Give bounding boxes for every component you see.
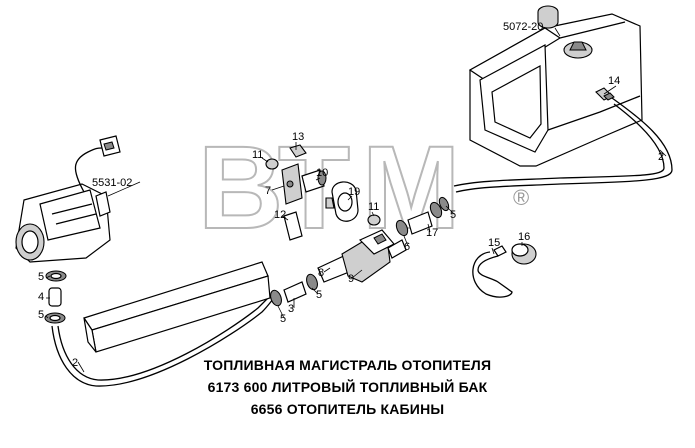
label-19: 19 — [348, 186, 360, 198]
mounting-channel — [83, 261, 271, 353]
fuel-filter-assembly — [317, 229, 407, 283]
label-5-heater-bottom: 5 — [38, 309, 44, 321]
label-16: 16 — [518, 231, 530, 243]
label-11-top: 11 — [252, 149, 263, 161]
label-10: 10 — [316, 167, 328, 179]
lower-fittings — [270, 273, 318, 307]
fuel-hose-tank — [455, 97, 673, 193]
label-3: 3 — [288, 303, 294, 315]
part-callouts: 5072-20 14 2 13 11 7 10 12 19 11 5 17 6 … — [38, 21, 664, 369]
label-11-mid: 11 — [368, 201, 379, 213]
fuel-hose-heater — [51, 297, 275, 387]
label-8: 8 — [318, 267, 324, 279]
tank-side-fittings — [395, 196, 450, 237]
caption-line-1: ТОПЛИВНАЯ МАГИСТРАЛЬ ОТОПИТЕЛЯ — [203, 357, 492, 373]
label-tank-assembly: 5072-20 — [503, 21, 543, 33]
cabin-heater — [15, 135, 121, 263]
label-6: 6 — [404, 241, 410, 253]
label-5-heater-top: 5 — [38, 271, 44, 283]
label-5-tankline: 5 — [450, 209, 456, 221]
heater-fittings — [44, 270, 67, 324]
leader-lines — [45, 27, 667, 373]
caption-line-3: 6656 ОТОПИТЕЛЬ КАБИНЫ — [250, 401, 445, 417]
label-2-right: 2 — [658, 151, 664, 163]
spacer-16 — [511, 243, 537, 265]
caption-line-2: 6173 600 ЛИТРОВЫЙ ТОПЛИВНЫЙ БАК — [207, 379, 488, 395]
fuel-tank — [468, 5, 643, 167]
label-2-left: 2 — [72, 357, 78, 369]
bracket-assembly — [265, 144, 327, 241]
label-17: 17 — [426, 227, 438, 239]
label-heater-assembly: 5531-02 — [92, 177, 132, 189]
watermark-letter-b: B — [198, 122, 283, 254]
label-9: 9 — [348, 273, 354, 285]
label-12: 12 — [274, 209, 286, 221]
watermark-registered-mark: ® — [513, 185, 529, 210]
label-7: 7 — [265, 185, 271, 197]
label-4: 4 — [38, 291, 44, 303]
label-13: 13 — [292, 131, 304, 143]
label-15: 15 — [488, 237, 500, 249]
cable-tie-15 — [472, 245, 513, 298]
label-5-lower: 5 — [280, 313, 286, 325]
label-5-mid: 5 — [316, 289, 322, 301]
clamp-19 — [325, 181, 381, 226]
label-14: 14 — [608, 75, 620, 87]
